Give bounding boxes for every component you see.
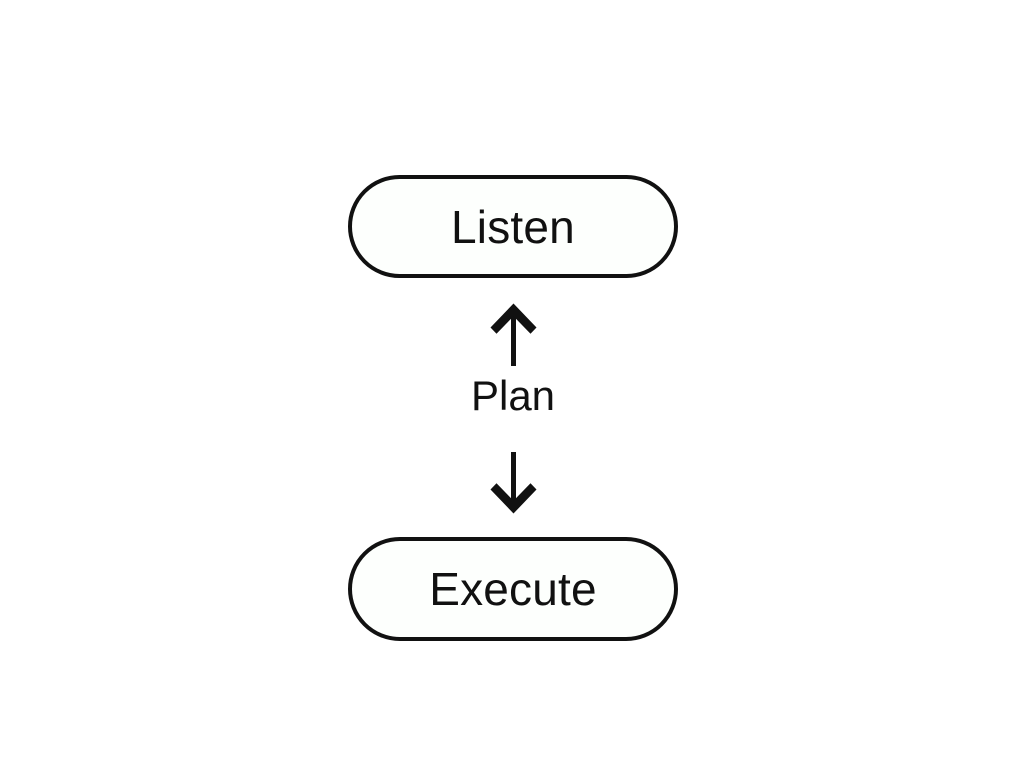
arrow-up-head-icon [490,303,537,334]
arrow-down-head-icon [490,483,537,514]
node-listen-label: Listen [451,200,575,253]
arrow-up-execute-to-listen [490,303,537,366]
node-listen[interactable]: Listen [348,175,678,278]
arrow-down-listen-to-execute [490,452,537,514]
edge-label-plan: Plan [470,372,556,419]
node-execute-label: Execute [429,563,597,615]
node-execute[interactable]: Execute [348,537,678,641]
